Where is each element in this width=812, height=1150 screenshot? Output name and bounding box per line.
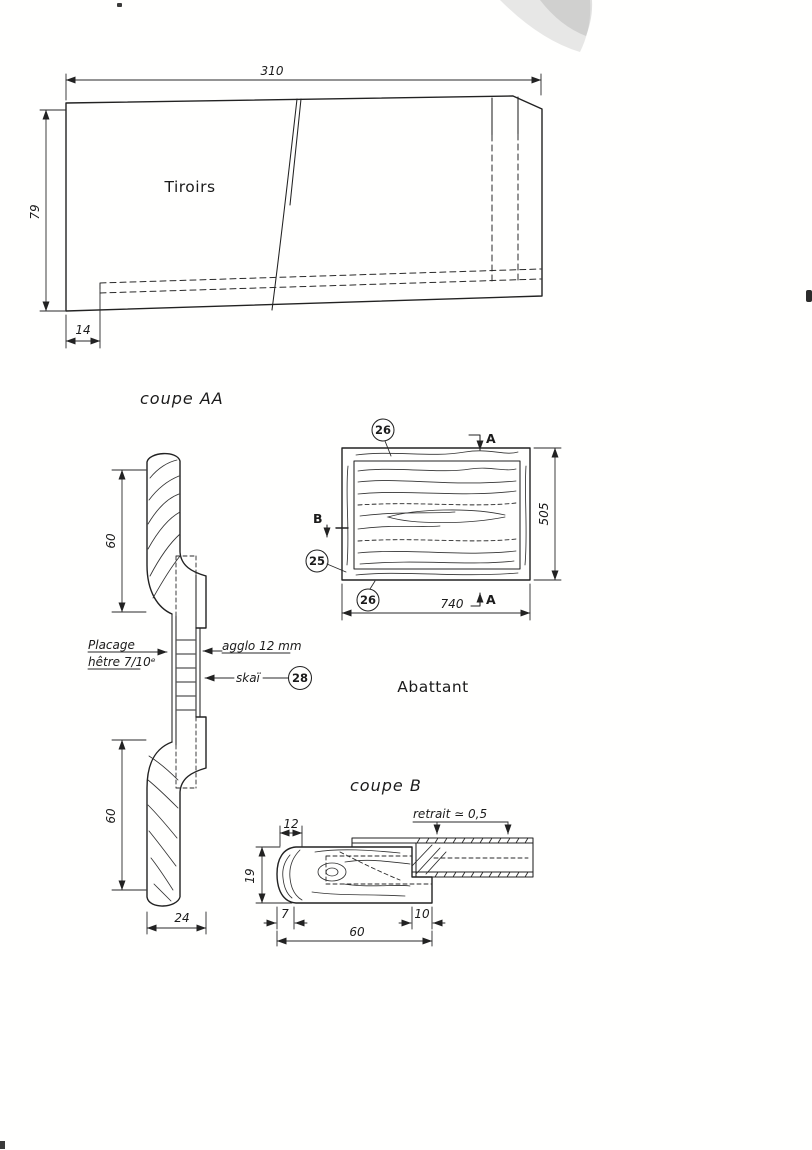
placage-label-line2: hêtre 7/10ᵉ [88,655,156,669]
coupe-aa-top-block [146,452,207,629]
coupe-b-title: coupe B [350,776,422,795]
scan-corner-mark [0,1141,5,1149]
tiroirs-elevation: 310 79 14 Tiroirs [28,64,543,349]
dim-79: 79 [28,204,42,219]
dim-24: 24 [174,911,189,925]
abattant-label: Abattant [397,678,469,696]
coupe-b-hidden-groove [325,851,433,885]
coupe-b-skin-hatch [416,837,529,878]
callout-26-top-circle [371,418,395,442]
dim-19: 19 [243,868,257,883]
dim-7-extensions [276,906,295,930]
drawer-right-column-hidden [491,133,519,286]
scan-edge-mark [806,290,812,302]
callout-25-leader [326,563,347,573]
section-a-bottom-mark [471,593,480,607]
abattant-panel-grain-lens [386,509,506,524]
abattant-inner-panel [353,460,521,570]
dim-79-extensions [39,109,67,312]
section-a-top-mark [468,434,480,450]
coupe-b-edge-block [276,846,433,904]
coupe-b-section: coupe B retrait ≃ 0,5 12 19 7 10 [243,776,534,947]
drawer-divider [271,98,302,311]
coupe-aa-bottom-block [146,716,207,907]
coupe-aa-section: coupe AA 60 60 24 Placage hêtre 7/10ᵉ ag… [87,389,313,935]
dim-10: 10 [414,907,430,921]
dim-7: 7 [281,907,289,921]
coupe-b-grain-swirl-outer [317,862,347,882]
coupe-aa-panel-hidden [175,555,197,789]
skai-label: skaï [236,671,262,685]
coupe-aa-panel-core-ticks [176,639,196,711]
abattant-frame-grain [346,450,527,576]
plinth-hidden-lines [99,268,542,294]
dim-505: 505 [537,503,551,526]
abattant-panel-grain-hidden [357,502,517,542]
dim-10-extensions [411,906,433,930]
callout-25: 25 [309,554,325,568]
dim-60-b: 60 [349,925,365,939]
dim-12: 12 [283,817,298,831]
callout-26-top: 26 [375,423,391,437]
section-a-bottom: A [486,592,496,607]
retrait-label: retrait ≃ 0,5 [413,807,487,821]
scan-smudge [500,0,591,52]
abattant-view: 26 A B 25 26 740 A 505 Abattant [305,418,562,696]
coupe-b-joint-hatch [411,844,447,875]
callout-26-bottom: 26 [360,593,376,607]
coupe-aa-panel [171,574,201,746]
drawer-right-column-solid [491,96,519,136]
dim-19-extensions [255,846,293,904]
dim-60-top-extensions [111,469,147,613]
callout-26-top-leader [384,440,392,457]
dim-14-extensions [65,286,101,349]
dim-310: 310 [261,64,284,78]
section-a-top: A [486,431,496,446]
dim-740: 740 [441,597,464,611]
abattant-outer-frame [341,447,531,581]
coupe-aa-top-block-grain [147,459,181,599]
callout-26-bottom-leader [369,580,376,590]
coupe-b-panel-lines [351,837,534,878]
dim-60-bottom-extensions [111,739,147,891]
callout-25-circle [305,549,329,573]
callout-28: 28 [292,671,308,685]
coupe-b-edge-grain [282,849,411,901]
coupe-aa-title: coupe AA [140,389,224,408]
section-b: B [313,511,323,526]
placage-label-line1: Placage [88,638,135,652]
tiroirs-label: Tiroirs [163,178,215,196]
callout-28-circle [287,665,313,691]
coupe-aa-bottom-block-grain [147,755,179,902]
coupe-b-grain-swirl-inner [325,867,339,877]
agglo-label: agglo 12 mm [222,639,302,653]
scan-smudge-dark [540,0,593,36]
dim-60-bottom: 60 [104,808,118,824]
retrait-arrow-right [483,821,512,835]
dim-14: 14 [75,323,90,337]
abattant-panel-grain [357,467,517,565]
scan-fleck [117,3,122,7]
drawer-outline [65,95,543,312]
dim-60-top: 60 [104,533,118,549]
